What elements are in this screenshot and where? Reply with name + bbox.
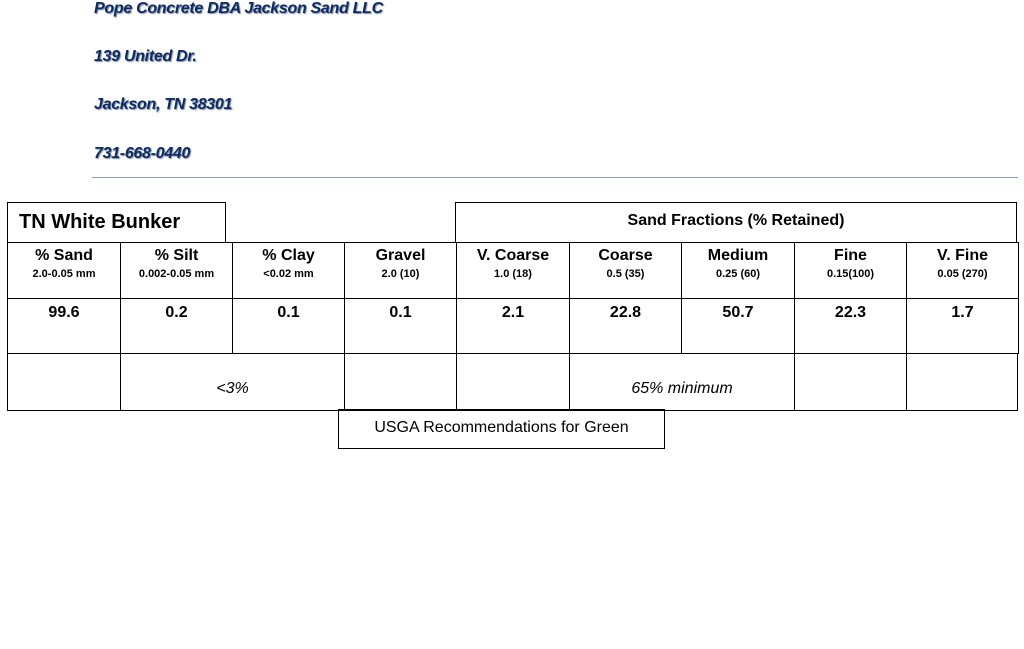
column-header: V. Coarse 1.0 (18) [456,242,570,299]
header-divider [92,177,1018,178]
column-name: Gravel [375,247,426,264]
column-header: Coarse 0.5 (35) [569,242,682,299]
column-header: Fine 0.15(100) [794,242,907,299]
column-header: Medium 0.25 (60) [681,242,795,299]
value-cell: 0.1 [232,298,345,354]
rec-cell-sand [7,353,121,411]
column-size: 0.05 (270) [937,268,988,280]
column-name: V. Fine [937,247,988,264]
rec-cell-vfine [906,353,1018,411]
column-size: 0.5 (35) [606,268,645,280]
column-name: Coarse [598,247,653,264]
rec-cell-vcoarse [456,353,570,411]
address: 139 United Dr. [94,48,197,65]
column-size: 0.002-0.05 mm [138,268,215,280]
sand-fractions-title: Sand Fractions (% Retained) [455,202,1017,243]
value-cell: 1.7 [906,298,1019,354]
column-header: Gravel 2.0 (10) [344,242,457,299]
column-name: % Sand [35,247,93,264]
column-name: % Silt [154,247,199,264]
value-cell: 2.1 [456,298,570,354]
value-cell: 99.6 [7,298,121,354]
column-header: V. Fine 0.05 (270) [906,242,1019,299]
column-name: % Clay [262,247,315,264]
column-header: % Silt 0.002-0.05 mm [120,242,233,299]
column-size: <0.02 mm [263,268,314,280]
value-cell: 22.3 [794,298,907,354]
column-size: 2.0 (10) [381,268,420,280]
value-cell: 22.8 [569,298,682,354]
usga-label: USGA Recommendations for Green [338,409,665,449]
value-cell: 0.1 [344,298,457,354]
column-name: Medium [707,247,769,264]
column-header: % Clay <0.02 mm [232,242,345,299]
column-name: Fine [834,247,867,264]
column-header: % Sand 2.0-0.05 mm [7,242,121,299]
column-size: 0.15(100) [826,268,875,280]
city: Jackson, TN 38301 [94,96,233,113]
value-cell: 0.2 [120,298,233,354]
company-name: Pope Concrete DBA Jackson Sand LLC [94,0,383,17]
column-size: 2.0-0.05 mm [32,268,96,280]
rec-cell-gravel [344,353,457,411]
rec-cell-fine [794,353,907,411]
column-name: V. Coarse [476,247,550,264]
rec-coarse-medium: 65% minimum [631,380,733,397]
phone: 731-668-0440 [94,145,191,162]
column-size: 1.0 (18) [494,268,532,280]
rec-silt-clay: <3% [216,380,249,397]
value-cell: 50.7 [681,298,795,354]
product-title: TN White Bunker [7,202,226,243]
column-size: 0.25 (60) [715,268,761,280]
